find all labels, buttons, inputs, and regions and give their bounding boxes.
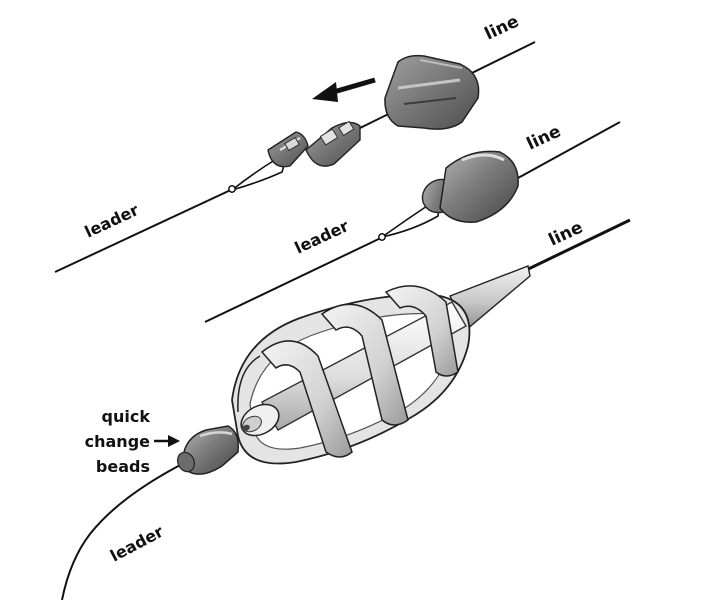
leader-knot-middle <box>378 233 386 241</box>
label-line-top: line <box>482 11 522 44</box>
bottom-rig <box>61 218 631 600</box>
middle-rig <box>204 121 621 323</box>
cage-band-2 <box>320 303 409 426</box>
cage-band-4 <box>237 355 261 413</box>
main-line-middle <box>517 121 621 179</box>
leader-line-top <box>54 187 236 273</box>
label-beads: beads <box>96 457 150 476</box>
leader-line-middle <box>204 235 386 323</box>
bead-middle <box>421 150 519 223</box>
slide-direction-arrow <box>312 77 376 102</box>
callout-arrow <box>154 435 180 447</box>
label-line-middle: line <box>524 121 564 154</box>
swivel-left <box>267 131 309 168</box>
main-line-bottom <box>517 218 631 276</box>
feeder-cage <box>231 285 471 465</box>
label-quick: quick <box>102 407 151 426</box>
label-leader-bottom: leader <box>107 522 167 566</box>
leader-knot-top <box>228 185 236 193</box>
label-change: change <box>85 432 151 451</box>
quick-change-bead <box>177 425 240 475</box>
label-leader-middle: leader <box>292 216 352 257</box>
slider-block-top <box>384 54 480 130</box>
top-rig <box>54 41 536 273</box>
cage-band-3 <box>384 285 459 377</box>
swivel-right <box>305 120 361 167</box>
cage-band-1 <box>260 340 353 458</box>
